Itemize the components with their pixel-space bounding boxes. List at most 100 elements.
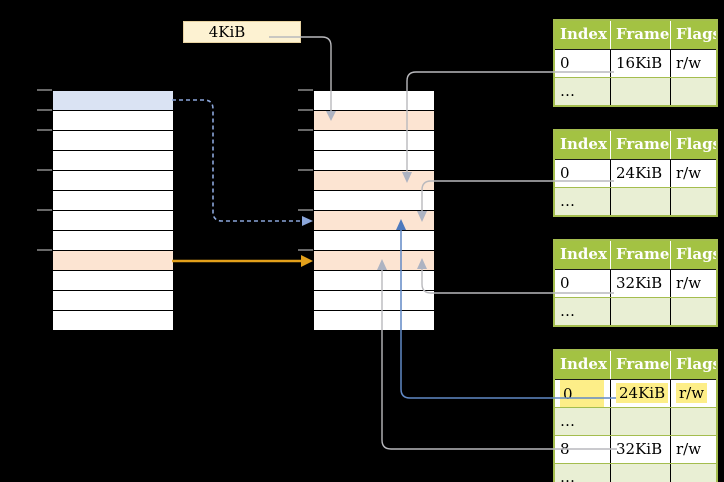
table-cell: … (555, 464, 610, 482)
table-cell: 0 (555, 270, 610, 297)
column-header: Frame (610, 351, 670, 379)
table-cell: 24KiB (610, 380, 670, 407)
cell-value: 32KiB (616, 274, 663, 292)
column-header: Index (560, 355, 607, 373)
memory-row (53, 151, 173, 171)
cell-value: … (560, 468, 575, 482)
table-row: … (555, 187, 716, 215)
page-table-2: IndexFrameFlags 0 24KiB r/w … (553, 129, 718, 217)
table-cell: … (555, 298, 610, 325)
table-cell (670, 188, 716, 215)
table-row: 0 32KiB r/w (555, 269, 716, 297)
memory-row (53, 91, 173, 111)
cell-value: r/w (676, 54, 702, 72)
memory-row (53, 191, 173, 211)
table-row: … (555, 77, 716, 105)
table-cell: 0 (555, 160, 610, 187)
column-header: Flags (670, 241, 716, 269)
memory-row (314, 291, 434, 311)
table-row: 0 24KiB r/w (555, 159, 716, 187)
cell-value: … (560, 302, 575, 320)
cell-value: 0 (560, 164, 570, 182)
table-header-row: IndexFrameFlags (555, 351, 716, 379)
table-cell (670, 78, 716, 105)
memory-row (314, 231, 434, 251)
memory-row (53, 171, 173, 191)
table-cell (610, 464, 670, 482)
table-row: … (555, 463, 716, 482)
table-cell (610, 188, 670, 215)
memory-row (314, 271, 434, 291)
highlighted-value: r/w (676, 383, 708, 403)
page-table-1: IndexFrameFlags 0 16KiB r/w … (553, 19, 718, 107)
physical-memory-table (313, 90, 435, 331)
table-cell (610, 408, 670, 435)
column-header: Index (560, 25, 607, 43)
cell-value: r/w (676, 274, 702, 292)
memory-row (314, 151, 434, 171)
memory-row (314, 211, 434, 231)
column-header: Frame (610, 21, 670, 49)
memory-row (314, 251, 434, 271)
table-cell: r/w (670, 270, 716, 297)
table-row: … (555, 407, 716, 435)
table-cell: 0 (555, 50, 610, 77)
cell-value: 0 (560, 274, 570, 292)
cell-value: 0 (560, 54, 570, 72)
table-cell: 16KiB (610, 50, 670, 77)
memory-row (53, 251, 173, 271)
page-table-4: IndexFrameFlags024KiBr/w…832KiBr/w… (553, 349, 718, 482)
table-cell: … (555, 78, 610, 105)
column-header: Frame (610, 241, 670, 269)
page-size-label: 4KiB (183, 21, 301, 43)
memory-row (53, 211, 173, 231)
table-header-row: IndexFrameFlags (555, 21, 716, 49)
highlighted-value: 24KiB (616, 383, 669, 403)
cell-value: 32KiB (616, 440, 663, 458)
cell-value: … (560, 192, 575, 210)
memory-row (53, 111, 173, 131)
memory-row (53, 231, 173, 251)
table-row: 8 32KiB r/w (555, 435, 716, 463)
cell-value: r/w (676, 440, 702, 458)
table-cell (670, 464, 716, 482)
memory-row (314, 191, 434, 211)
table-row: … (555, 297, 716, 325)
table-cell: 0 (555, 380, 610, 407)
highlighted-value: 0 (560, 380, 604, 407)
column-header: Index (560, 245, 607, 263)
arrow-translation-orange (172, 255, 313, 267)
table-cell: r/w (670, 436, 716, 463)
cell-value: 8 (560, 440, 570, 458)
memory-row (53, 271, 173, 291)
table-row: 0 16KiB r/w (555, 49, 716, 77)
table-cell: … (555, 408, 610, 435)
table-cell: 32KiB (610, 270, 670, 297)
column-header: Flags (670, 21, 716, 49)
cell-value: … (560, 412, 575, 430)
column-header: Flags (670, 351, 716, 379)
column-header: Index (560, 135, 607, 153)
table-cell (670, 298, 716, 325)
memory-row (314, 311, 434, 330)
table-cell (610, 298, 670, 325)
cell-value: 16KiB (616, 54, 663, 72)
virtual-memory-table (52, 90, 174, 331)
memory-row (314, 91, 434, 111)
table-cell: 24KiB (610, 160, 670, 187)
table-cell: 8 (555, 436, 610, 463)
cell-value: r/w (676, 164, 702, 182)
arrow-translation-dashed (172, 99, 313, 226)
table-header-row: IndexFrameFlags (555, 241, 716, 269)
table-cell: r/w (670, 50, 716, 77)
memory-row (314, 171, 434, 191)
column-header: Flags (670, 131, 716, 159)
memory-row (53, 291, 173, 311)
table-header-row: IndexFrameFlags (555, 131, 716, 159)
table-cell: 32KiB (610, 436, 670, 463)
memory-row (53, 311, 173, 330)
table-cell: … (555, 188, 610, 215)
memory-row (314, 131, 434, 151)
page-table-3: IndexFrameFlags 0 32KiB r/w … (553, 239, 718, 327)
